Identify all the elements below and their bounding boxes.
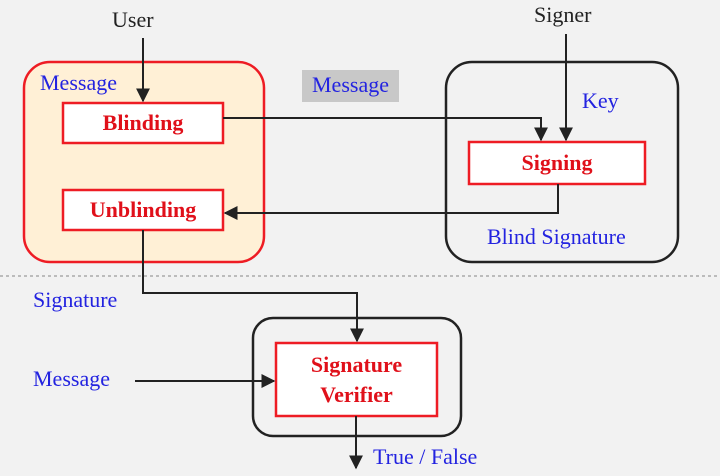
signer-label: Signer: [534, 2, 592, 27]
signature-label: Signature: [33, 287, 118, 312]
user-label: User: [112, 7, 154, 32]
blinding-box: [61, 101, 225, 145]
verifier-text: Signature Verifier: [276, 343, 437, 416]
unblinding-box: [61, 188, 225, 232]
sent-message-label: Message: [302, 70, 399, 102]
unblinding-to-verifier-arrow: [142, 230, 364, 343]
blinding-to-signing-arrow: [223, 117, 548, 142]
verifier-text-line1: Signature: [310, 351, 403, 377]
verifier-message-label: Message: [33, 366, 110, 391]
blinding-text: Blinding: [102, 110, 184, 135]
user-message-label: Message: [40, 70, 117, 95]
result-label: True / False: [373, 444, 478, 469]
signing-to-unblinding-arrow: [223, 184, 559, 220]
signing-box: [467, 140, 647, 186]
verifier-text-line2: Verifier: [320, 381, 393, 407]
signer-group-box: [444, 60, 680, 264]
signing-text: Signing: [521, 150, 593, 175]
key-label: Key: [582, 88, 619, 113]
unblinding-text: Unblinding: [89, 197, 197, 222]
blind-signature-label: Blind Signature: [487, 224, 626, 249]
